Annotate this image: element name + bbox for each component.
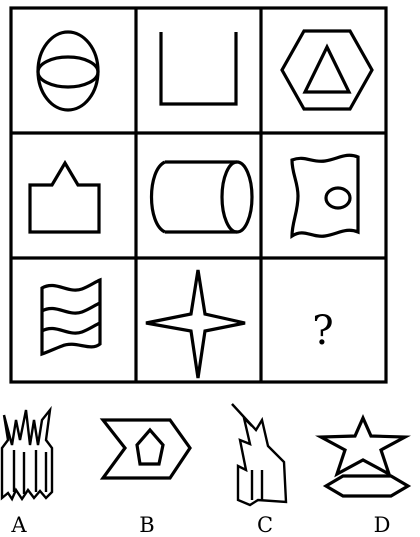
cell-r1c1-oval-in-oval [38,32,98,110]
outer-oval-shape [38,32,98,110]
option-b-chevron-shape [103,420,190,478]
cell-r1c2-u-shape [161,32,236,104]
inner-oval-shape [38,57,98,87]
option-b-figure[interactable]: B [103,420,190,537]
cell-r2c1-peaked-shape [30,163,99,232]
peaked-house-shape [30,163,99,232]
hexagon-shape [282,31,372,109]
cell-r3c1-wavy-flag [42,280,100,354]
small-oval-shape [326,188,350,208]
option-a-figure[interactable]: A [2,410,52,537]
option-b-pentagon-shape [137,430,163,464]
option-d-star-shape [321,418,405,474]
cell-r3c2-four-point-star [146,270,245,378]
option-c-inner-strokes [252,470,262,500]
triangle-shape [305,47,349,92]
cylinder-body [152,162,238,232]
option-a-label: A [10,513,27,537]
option-a-jagged-shape [2,410,52,499]
wavy-line-2 [42,323,100,333]
option-d-label: D [374,513,391,537]
cell-r2c2-cylinder [152,162,253,232]
option-c-figure[interactable]: C [232,404,286,537]
wavy-line-1 [42,303,100,313]
cell-r3c3-missing: ? [312,308,333,354]
missing-question-mark: ? [312,308,333,354]
u-shape [161,32,236,104]
option-d-hexagon-shape [326,476,408,496]
cell-r2c3-wavy-panel [292,155,358,236]
option-c-label: C [257,513,273,537]
cell-r1c3-hexagon-triangle [282,31,372,109]
option-b-label: B [139,513,154,537]
cylinder-end-ellipse [222,162,252,232]
option-d-figure[interactable]: D [321,418,408,537]
four-point-star-shape [146,270,245,378]
wavy-flag-outline [42,280,100,354]
option-c-spiky-shape [232,404,286,505]
option-a-inner-strokes [14,450,46,494]
